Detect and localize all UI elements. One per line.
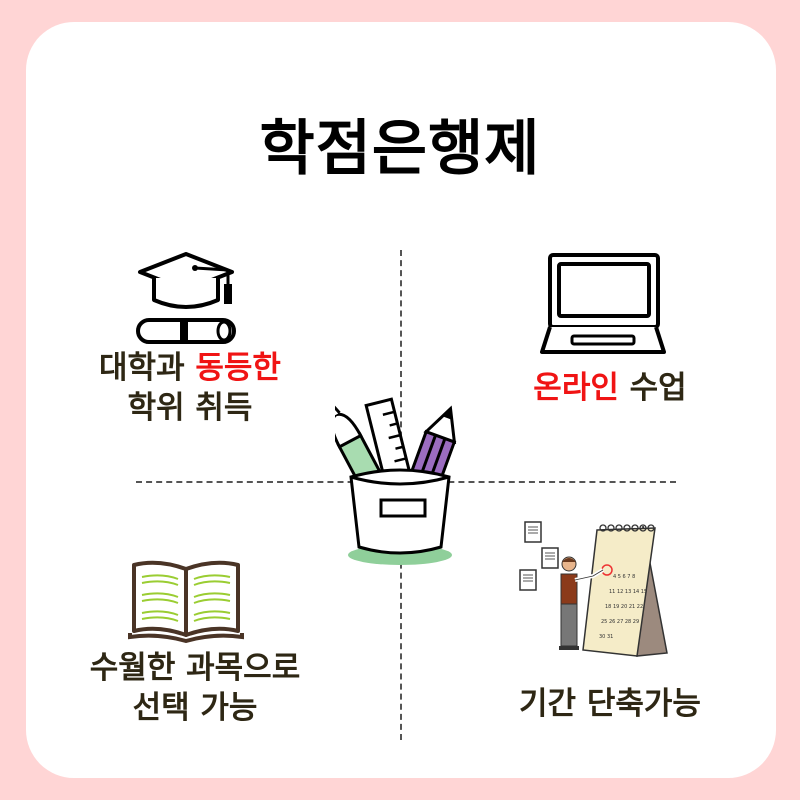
top-right-line1-normal: 수업 — [618, 370, 687, 406]
calendar-man-icon: 4 5 6 7 8 11 12 13 14 15 18 19 20 21 22 … — [519, 521, 668, 657]
page-title: 학점은행제 — [259, 114, 541, 184]
svg-text:18 19 20 21 22: 18 19 20 21 22 — [605, 604, 643, 610]
top-left-line1-normal: 대학과 — [99, 350, 196, 386]
bottom-left-line1: 수월한 과목으로 — [89, 650, 301, 686]
graduation-cap-diploma-icon — [136, 252, 236, 344]
top-right-label: 온라인 수업 — [480, 368, 740, 408]
svg-text:25 26 27 28 29: 25 26 27 28 29 — [601, 619, 639, 625]
bottom-right-line1: 기간 단축가능 — [519, 686, 701, 722]
open-book-icon — [128, 560, 244, 643]
pencil-cup-icon — [335, 397, 457, 565]
top-left-line1-highlight: 동등한 — [195, 350, 281, 386]
bottom-left-line2: 선택 가능 — [132, 690, 258, 726]
svg-text:11 12 13 14 15: 11 12 13 14 15 — [609, 589, 647, 595]
top-left-label: 대학과 동등한 학위 취득 — [60, 348, 320, 428]
svg-text:30 31: 30 31 — [599, 634, 613, 640]
top-right-line1-highlight: 온라인 — [533, 370, 619, 406]
bottom-right-label: 기간 단축가능 — [480, 684, 740, 724]
svg-text:4 5 6 7 8: 4 5 6 7 8 — [613, 574, 635, 580]
top-left-line2: 학위 취득 — [127, 390, 253, 426]
laptop-icon — [540, 253, 666, 354]
bottom-left-label: 수월한 과목으로 선택 가능 — [50, 648, 340, 728]
